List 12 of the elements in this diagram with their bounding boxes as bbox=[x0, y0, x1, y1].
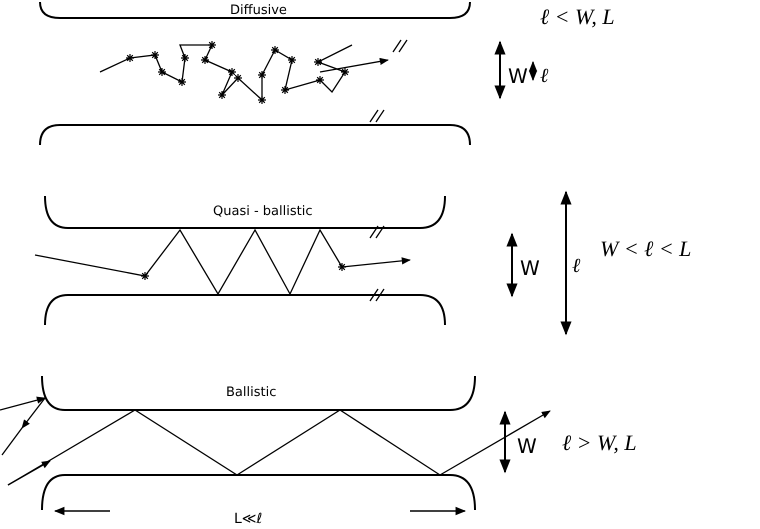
panel-title: Ballistic bbox=[226, 386, 276, 399]
condition-label: W < ℓ < L bbox=[600, 238, 692, 260]
dimension-label: W bbox=[508, 66, 528, 86]
condition-label: ℓ < W, L bbox=[540, 6, 615, 28]
panel-title: Quasi - ballistic bbox=[213, 205, 312, 218]
dimension-label: ℓ bbox=[540, 66, 548, 86]
dimension-label: ℓ bbox=[572, 256, 580, 276]
dimension-label: L≪ℓ bbox=[234, 512, 262, 526]
panel-title: Diffusive bbox=[230, 4, 287, 17]
dimension-label: W bbox=[517, 436, 537, 456]
dimension-label: W bbox=[520, 258, 540, 278]
condition-label: ℓ > W, L bbox=[562, 432, 637, 454]
